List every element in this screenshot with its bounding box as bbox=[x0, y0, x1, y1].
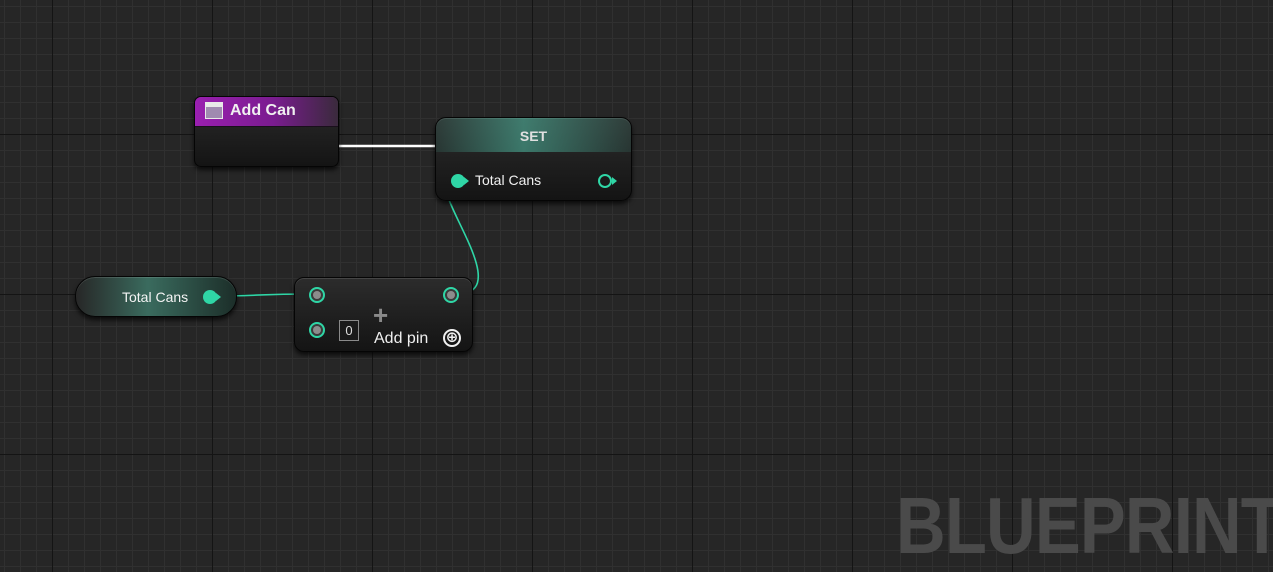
add-pin-plus-circle-icon[interactable]: ⊕ bbox=[443, 329, 461, 347]
add-node[interactable]: + 0 Add pin ⊕ bbox=[294, 277, 473, 352]
add-output-pin[interactable] bbox=[443, 287, 459, 303]
event-node-add-can[interactable]: Add Can bbox=[194, 96, 339, 167]
add-default-value-field[interactable]: 0 bbox=[339, 320, 359, 341]
set-input-pin-arrow-icon bbox=[464, 177, 469, 185]
set-node-header: SET bbox=[436, 118, 631, 152]
event-node-header: Add Can bbox=[195, 97, 338, 127]
getter-output-pin-arrow-icon bbox=[216, 293, 221, 301]
set-node[interactable]: SET Total Cans bbox=[435, 117, 632, 201]
add-input-pin-b[interactable] bbox=[309, 322, 325, 338]
set-output-pin-arrow-icon bbox=[612, 177, 617, 185]
getter-node-total-cans[interactable]: Total Cans bbox=[75, 276, 237, 317]
blueprint-watermark: BLUEPRINT bbox=[896, 481, 1273, 570]
set-input-label: Total Cans bbox=[475, 172, 542, 188]
add-input-pin-a[interactable] bbox=[309, 287, 325, 303]
add-pin-label[interactable]: Add pin bbox=[374, 330, 429, 347]
set-output-pin[interactable] bbox=[598, 174, 612, 188]
add-operator-icon: + bbox=[373, 300, 389, 330]
getter-label: Total Cans bbox=[122, 289, 189, 305]
set-input-pin[interactable] bbox=[451, 174, 465, 188]
set-node-title: SET bbox=[519, 128, 548, 144]
event-node-title: Add Can bbox=[230, 102, 296, 119]
getter-output-pin[interactable] bbox=[203, 290, 217, 304]
event-icon bbox=[205, 102, 223, 119]
